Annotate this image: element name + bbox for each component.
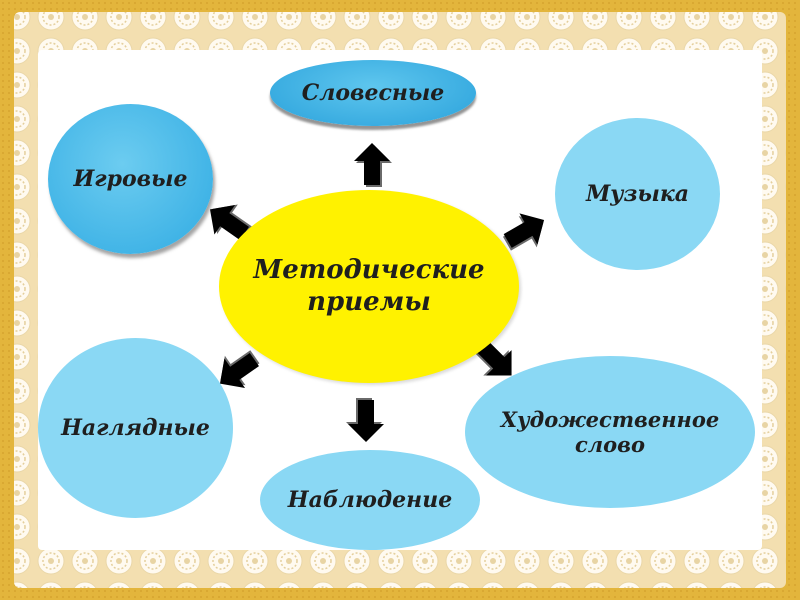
node-muzyka: Музыка [555, 118, 720, 270]
center-line2: приемы [307, 286, 431, 317]
center-ellipse: Методические приемы [219, 190, 519, 383]
node-khudozhestvennoe-label: Художественное слово [500, 406, 720, 457]
node-naglyadnye-label: Наглядные [61, 414, 210, 441]
node-slovesnye: Словесные [270, 60, 476, 126]
center-line1: Методические [253, 255, 485, 286]
node-muzyka-label: Музыка [585, 180, 690, 207]
node-khudozhestvennoe: Художественное слово [465, 356, 755, 508]
node-naglyadnye: Наглядные [38, 338, 233, 518]
arrow-to-naglyadnye [219, 350, 260, 389]
arrow-to-muzyka [502, 213, 545, 251]
node-slovesnye-label: Словесные [301, 79, 445, 106]
arrow-to-igrovye [209, 204, 252, 241]
node-nablyudenie-label: Наблюдение [287, 486, 453, 513]
arrow-down-to-nablyudenie [346, 398, 384, 442]
node-igrovye-label: Игровые [73, 165, 188, 192]
arrow-up-to-slovesnye [354, 143, 392, 187]
node-nablyudenie: Наблюдение [260, 450, 480, 550]
node-igrovye: Игровые [48, 104, 213, 254]
